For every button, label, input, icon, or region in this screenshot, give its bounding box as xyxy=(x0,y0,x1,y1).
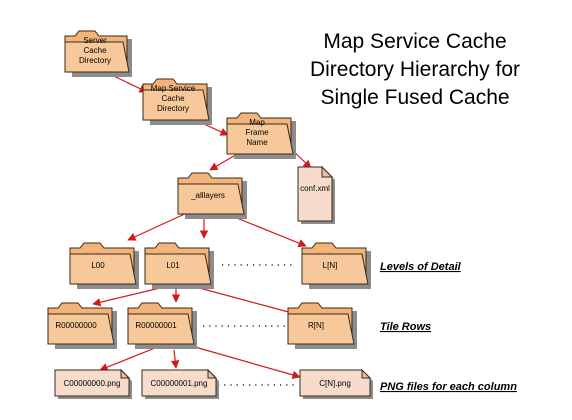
folder-label: R[N] xyxy=(308,321,324,330)
folder-alllayers: _alllayers xyxy=(177,172,247,219)
folder-l01: L01 xyxy=(144,242,214,289)
arrow-l01-to-rn xyxy=(191,285,297,317)
file-cn-png: C[N].png xyxy=(299,368,373,399)
caption-levels-of-detail: Levels of Detail xyxy=(380,261,462,273)
title-line-1: Map Service Cache xyxy=(323,30,506,53)
arrow-alllayers-to-l00 xyxy=(127,211,190,241)
folder-r00000001: R00000001 xyxy=(127,302,197,349)
folder-label: R00000001 xyxy=(135,321,177,330)
title-line-2: Directory Hierarchy for xyxy=(310,58,520,81)
folder-label-line-1: Map Service xyxy=(151,84,196,93)
arrow-l01-to-r0 xyxy=(92,287,161,307)
folder-label: R00000000 xyxy=(55,321,97,330)
file-label: C00000001.png xyxy=(151,379,208,388)
file-c00000000-png: C00000000.png xyxy=(54,368,132,399)
folder-label-line-3: Name xyxy=(246,138,268,147)
diagram-title: Map Service Cache Directory Hierarchy fo… xyxy=(310,30,520,109)
arrow-r1-to-c1 xyxy=(170,349,180,369)
folder-map-frame-name: Map Frame Name xyxy=(226,112,296,159)
file-label: conf.xml xyxy=(300,184,330,193)
title-line-3: Single Fused Cache xyxy=(320,86,509,109)
file-conf-xml: conf.xml xyxy=(297,165,335,224)
folder-server-cache-directory: Server Cache Directory xyxy=(64,30,132,77)
folder-label-line-1: Map xyxy=(249,118,265,127)
folder-label: L01 xyxy=(166,261,180,270)
file-c00000001-png: C00000001.png xyxy=(141,368,219,399)
folder-rn: R[N] xyxy=(287,302,357,349)
folder-label-line-2: Cache xyxy=(83,46,107,55)
folder-label: _alllayers xyxy=(190,191,225,200)
folder-label-line-2: Cache xyxy=(161,94,185,103)
caption-tile-rows: Tile Rows xyxy=(380,321,431,333)
folder-l00: L00 xyxy=(69,242,139,289)
folder-r00000000: R00000000 xyxy=(47,302,117,349)
arrow-r1-to-cn xyxy=(194,346,301,379)
caption-png-files: PNG files for each column xyxy=(380,381,517,393)
folder-label-line-1: Server xyxy=(83,36,107,45)
folder-label: L00 xyxy=(91,261,105,270)
file-label: C00000000.png xyxy=(64,379,121,388)
arrow-r1-to-c0 xyxy=(99,347,156,372)
ellipsis-dots xyxy=(203,264,295,386)
folder-map-service-cache-directory: Map Service Cache Directory xyxy=(142,78,212,125)
folder-label-line-3: Directory xyxy=(79,56,111,65)
folder-label-line-2: Frame xyxy=(245,128,269,137)
folder-label: L[N] xyxy=(323,261,338,270)
file-label: C[N].png xyxy=(319,379,351,388)
folder-label-line-3: Directory xyxy=(157,104,189,113)
folder-ln: L[N] xyxy=(301,242,371,289)
